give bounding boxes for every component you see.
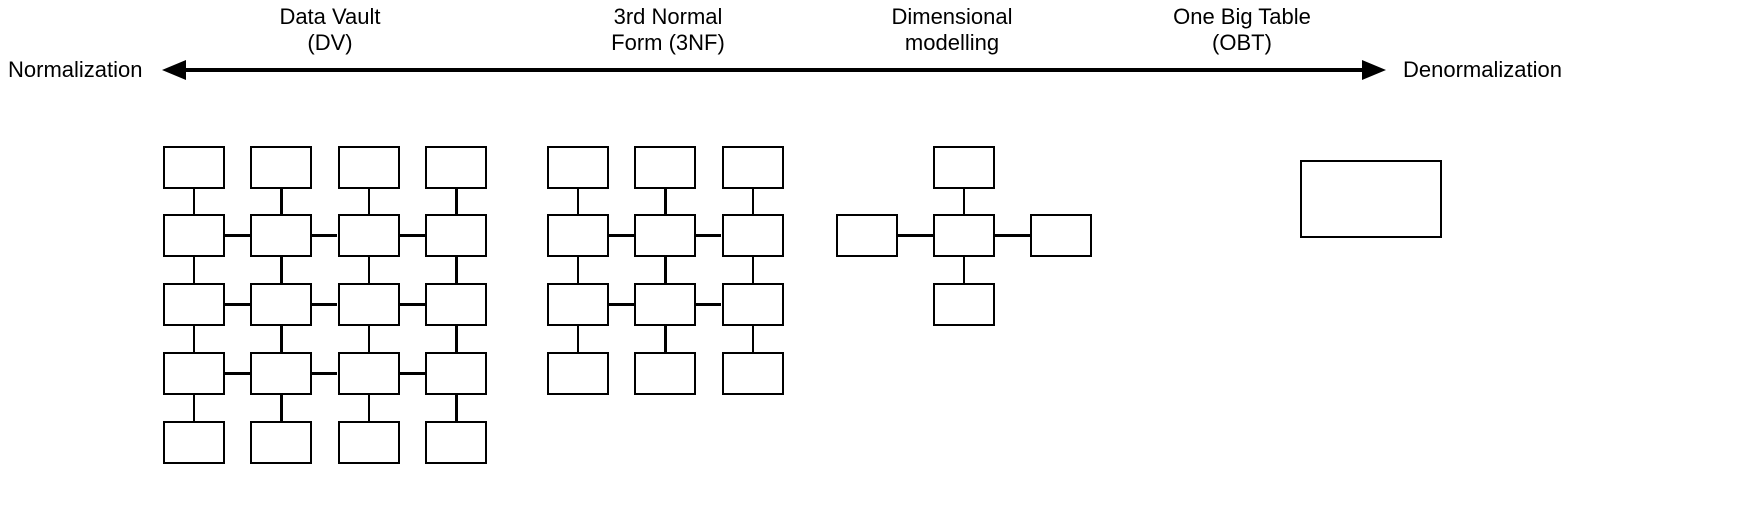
entity-box	[163, 214, 225, 257]
connector-vertical	[367, 187, 370, 215]
entity-box	[634, 214, 696, 257]
entity-box	[338, 146, 400, 189]
entity-box	[338, 421, 400, 464]
entity-box	[634, 146, 696, 189]
connector-horizontal	[224, 303, 250, 306]
entity-box	[250, 421, 312, 464]
connector-vertical	[576, 256, 579, 284]
connector-horizontal	[399, 303, 425, 306]
connector-horizontal	[224, 372, 250, 375]
column-heading-one-big-table: One Big Table (OBT)	[1112, 4, 1372, 56]
column-heading-third-normal-form: 3rd Normal Form (3NF)	[538, 4, 798, 56]
entity-box-dimension-top	[933, 146, 995, 189]
entity-box-dimension-bottom	[933, 283, 995, 326]
entity-box	[425, 214, 487, 257]
column-heading-line-2: (OBT)	[1212, 30, 1272, 55]
connector-vertical	[576, 187, 579, 215]
connector-vertical	[367, 256, 370, 284]
entity-box	[163, 283, 225, 326]
entity-box-dimension-right	[1030, 214, 1092, 257]
column-heading-line-1: Data Vault	[279, 4, 381, 29]
data-vault-schema	[163, 146, 493, 524]
connector-vertical	[192, 394, 195, 422]
entity-box	[425, 421, 487, 464]
entity-box	[425, 146, 487, 189]
entity-box	[722, 214, 784, 257]
entity-box	[634, 283, 696, 326]
entity-box	[634, 352, 696, 395]
one-big-table-schema	[1300, 146, 1480, 246]
connector-vertical	[962, 187, 965, 215]
connector-horizontal	[399, 372, 425, 375]
column-heading-line-2: Form (3NF)	[611, 30, 725, 55]
connector-vertical	[664, 325, 667, 353]
connector-horizontal	[898, 234, 934, 237]
connector-horizontal	[608, 234, 634, 237]
connector-vertical	[455, 187, 458, 215]
connector-horizontal	[311, 303, 337, 306]
entity-box	[547, 146, 609, 189]
entity-box-fact-center	[933, 214, 995, 257]
connector-vertical	[576, 325, 579, 353]
axis-label-normalization: Normalization	[8, 57, 143, 82]
entity-box	[547, 352, 609, 395]
connector-horizontal	[695, 234, 721, 237]
connector-horizontal	[608, 303, 634, 306]
entity-box	[425, 352, 487, 395]
connector-vertical	[192, 325, 195, 353]
connector-vertical	[751, 187, 754, 215]
entity-box	[250, 214, 312, 257]
connector-vertical	[280, 256, 283, 284]
entity-box	[338, 283, 400, 326]
column-heading-dimensional-modelling: Dimensional modelling	[822, 4, 1082, 56]
entity-box	[338, 352, 400, 395]
connector-horizontal	[224, 234, 250, 237]
connector-vertical	[280, 394, 283, 422]
column-heading-line-1: Dimensional	[891, 4, 1013, 29]
connector-vertical	[751, 325, 754, 353]
connector-vertical	[192, 187, 195, 215]
connector-vertical	[664, 187, 667, 215]
connector-vertical	[367, 325, 370, 353]
entity-box-dimension-left	[836, 214, 898, 257]
column-heading-line-1: One Big Table	[1173, 4, 1311, 29]
entity-box	[425, 283, 487, 326]
column-heading-line-1: 3rd Normal	[613, 4, 723, 29]
connector-horizontal	[311, 372, 337, 375]
entity-box-one-big-table	[1300, 160, 1442, 238]
connector-vertical	[280, 187, 283, 215]
entity-box	[547, 283, 609, 326]
entity-box	[722, 283, 784, 326]
connector-vertical	[367, 394, 370, 422]
double-arrow-horizontal-icon	[162, 60, 1386, 80]
connector-vertical	[962, 256, 965, 284]
third-normal-form-schema	[547, 146, 877, 396]
connector-vertical	[751, 256, 754, 284]
connector-vertical	[455, 256, 458, 284]
connector-horizontal	[399, 234, 425, 237]
column-heading-line-2: modelling	[904, 30, 1000, 55]
connector-horizontal	[311, 234, 337, 237]
entity-box	[163, 421, 225, 464]
entity-box	[722, 352, 784, 395]
connector-vertical	[664, 256, 667, 284]
column-heading-line-2: (DV)	[307, 30, 353, 55]
entity-box	[163, 146, 225, 189]
entity-box	[722, 146, 784, 189]
entity-box	[338, 214, 400, 257]
dimensional-star-schema	[836, 146, 1196, 326]
entity-box	[250, 146, 312, 189]
entity-box	[250, 352, 312, 395]
connector-vertical	[455, 325, 458, 353]
column-heading-data-vault: Data Vault (DV)	[200, 4, 460, 56]
connector-vertical	[455, 394, 458, 422]
entity-box	[547, 214, 609, 257]
entity-box	[163, 352, 225, 395]
entity-box	[250, 283, 312, 326]
connector-vertical	[280, 325, 283, 353]
axis-label-denormalization: Denormalization	[1403, 57, 1562, 82]
connector-vertical	[192, 256, 195, 284]
connector-horizontal	[994, 234, 1030, 237]
connector-horizontal	[695, 303, 721, 306]
